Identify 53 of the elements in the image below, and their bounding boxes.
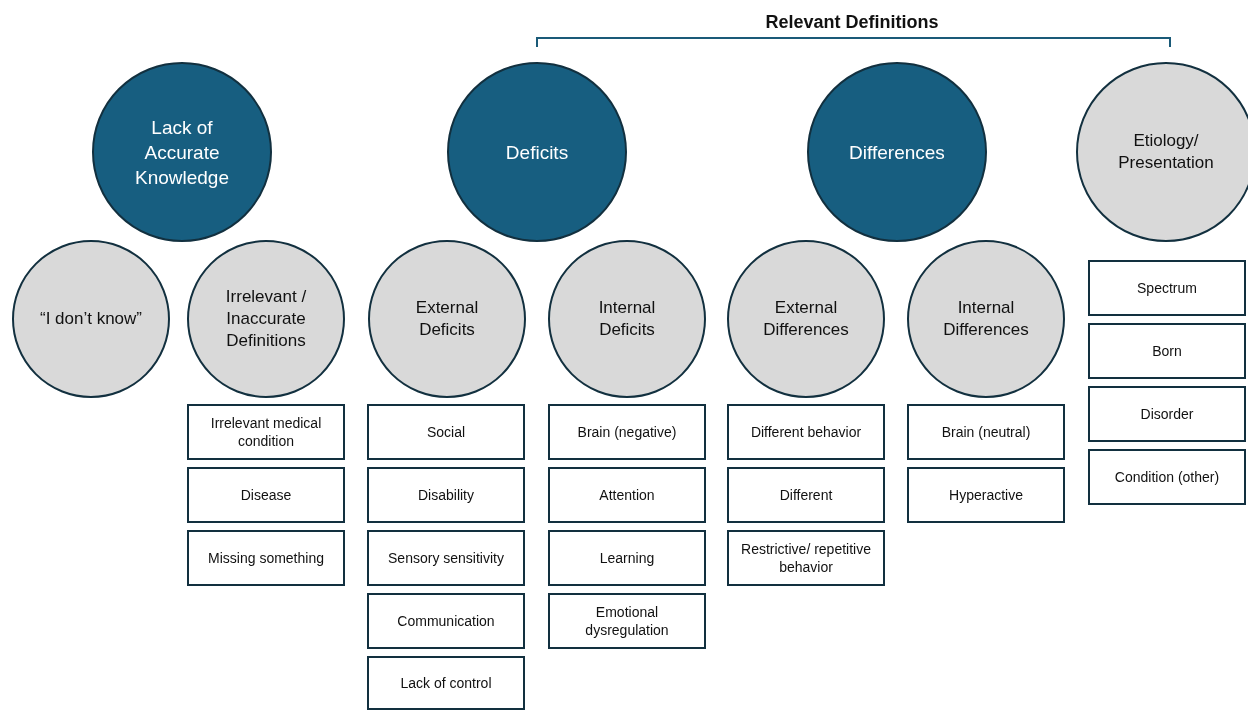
code-box <box>907 404 1065 460</box>
code-box <box>187 467 345 523</box>
node-text: Attention <box>599 486 655 504</box>
code-box <box>367 530 525 586</box>
node-text: Internal Differences <box>942 297 1030 341</box>
node-text: Etiology/ Presentation <box>1117 130 1215 174</box>
node-text: Missing something <box>208 549 324 567</box>
node-text: Different <box>779 486 833 504</box>
code-box <box>367 404 525 460</box>
code-box <box>367 593 525 649</box>
code-box <box>187 404 345 460</box>
code-box <box>548 467 706 523</box>
node-text: Spectrum <box>1137 279 1197 297</box>
section-heading: Relevant Definitions <box>764 11 940 34</box>
code-box <box>187 530 345 586</box>
node-text: Lack of Accurate Knowledge <box>134 115 230 190</box>
node-text: Brain (negative) <box>577 423 677 441</box>
node-text: Communication <box>397 612 495 630</box>
node-text: Differences <box>849 140 945 165</box>
code-box <box>727 530 885 586</box>
code-box <box>727 404 885 460</box>
code-box <box>1088 449 1246 505</box>
code-box <box>727 467 885 523</box>
node-text: Different behavior <box>750 423 862 441</box>
code-box <box>548 530 706 586</box>
node-text: Condition (other) <box>1114 468 1220 486</box>
node-text: Lack of control <box>400 674 492 692</box>
code-box <box>1088 323 1246 379</box>
node-text: External Differences <box>762 297 850 341</box>
node-text: External Deficits <box>414 297 480 341</box>
node-text: Irrelevant / Inaccurate Definitions <box>224 286 308 352</box>
node-text: Disease <box>240 486 292 504</box>
code-box <box>907 467 1065 523</box>
node-text: Learning <box>599 549 655 567</box>
node-text: Irrelevant medical condition <box>209 414 323 450</box>
node-text: Disorder <box>1140 405 1194 423</box>
node-text: Disability <box>418 486 474 504</box>
node-text: Internal Deficits <box>597 297 657 341</box>
code-box <box>1088 260 1246 316</box>
code-box <box>367 656 525 710</box>
node-text: Brain (neutral) <box>941 423 1031 441</box>
code-box <box>367 467 525 523</box>
node-text: Deficits <box>505 140 569 165</box>
node-text: Emotional dysregulation <box>584 603 670 639</box>
node-text: Born <box>1152 342 1182 360</box>
node-text: Social <box>426 423 466 441</box>
code-box <box>548 593 706 649</box>
node-text: “I don’t know” <box>39 308 142 330</box>
node-text: Sensory sensitivity <box>388 549 504 567</box>
node-text: Restrictive/ repetitive behavior <box>740 540 872 576</box>
code-box <box>1088 386 1246 442</box>
node-text: Hyperactive <box>949 486 1023 504</box>
code-box <box>548 404 706 460</box>
